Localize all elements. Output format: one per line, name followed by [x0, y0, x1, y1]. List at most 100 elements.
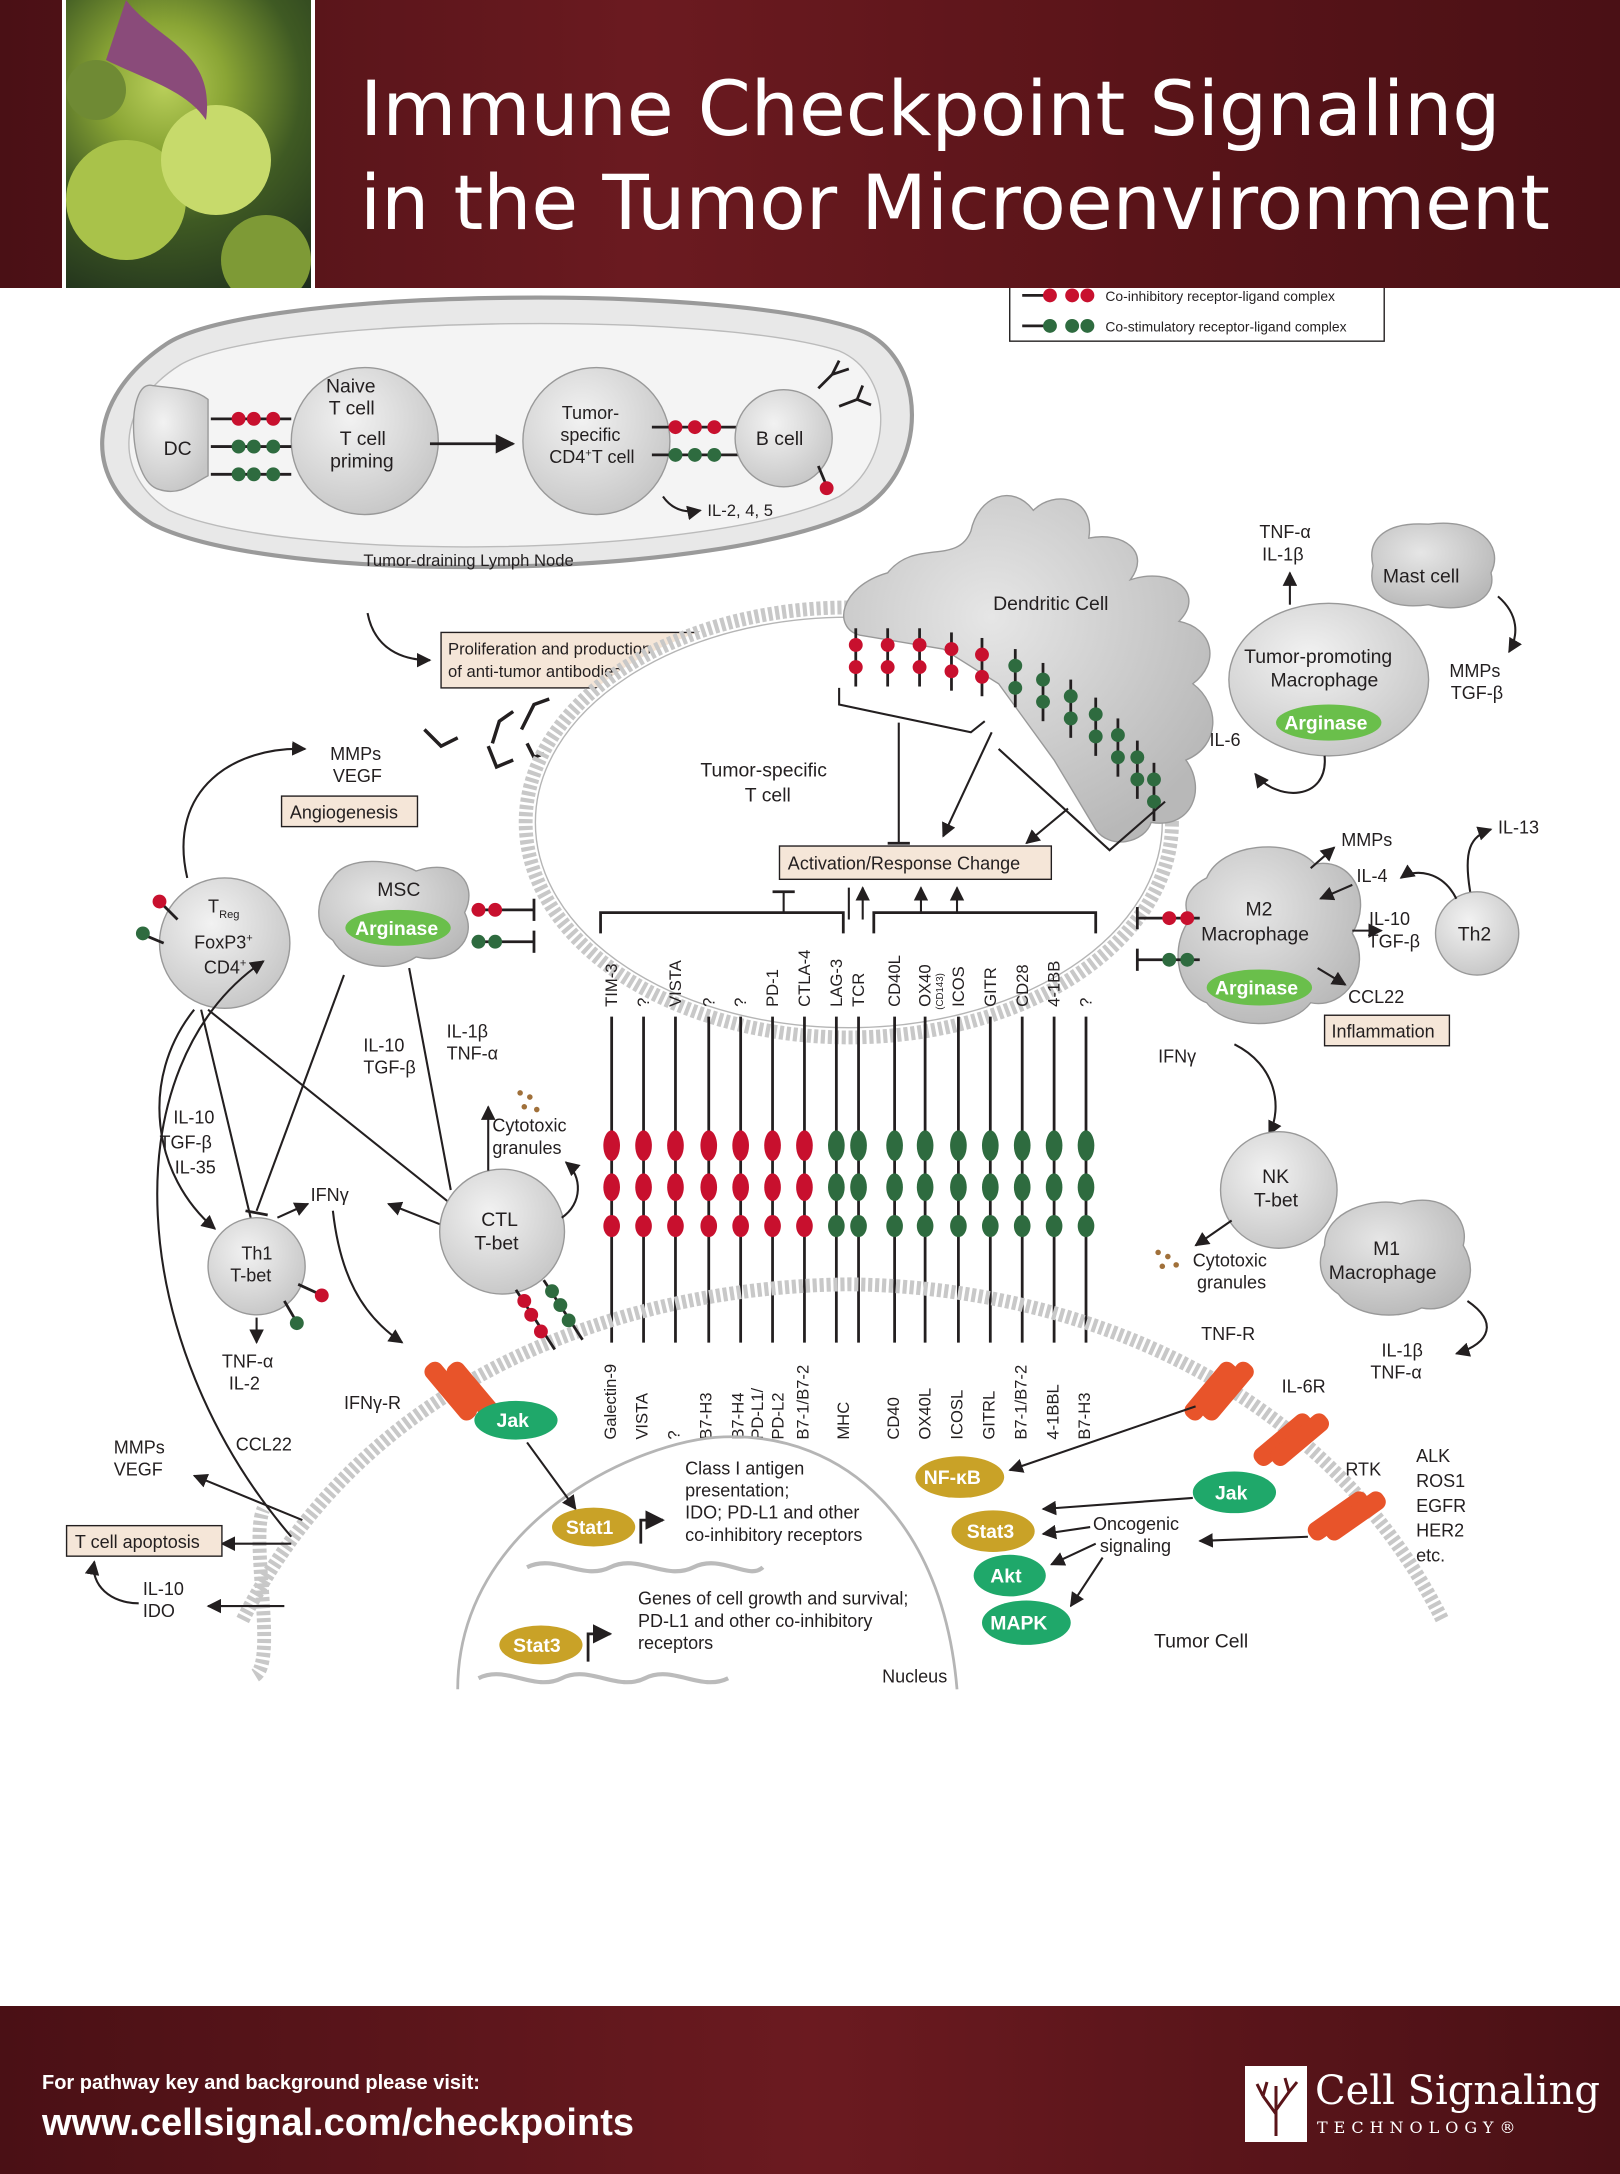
dna-icon-2 — [477, 1672, 730, 1685]
mast-cell — [1371, 522, 1496, 609]
akt-label: Akt — [990, 1566, 1022, 1588]
receptor-label: ? — [731, 998, 750, 1007]
arginase-badge — [345, 909, 451, 946]
tumor-t-label-2: T cell — [745, 785, 791, 807]
m1-il1b: IL-1β — [1381, 1340, 1422, 1360]
receptor-label: CTLA-4 — [795, 950, 814, 1007]
dc-complex-dot — [1147, 772, 1161, 787]
m2-macrophage: M2 Macrophage Arginase — [1135, 846, 1362, 1025]
receptor-domain — [764, 1130, 781, 1161]
receptor-domain — [700, 1130, 718, 1161]
dendritic-label: Dendritic Cell — [993, 593, 1108, 615]
ligand-label: Galectin-9 — [601, 1364, 620, 1440]
ligand-domain — [667, 1214, 684, 1238]
oncogenic-1: Oncogenic — [1093, 1514, 1179, 1534]
ligand-domain — [850, 1173, 867, 1202]
receptor-label: LAG-3 — [827, 959, 846, 1007]
footer: For pathway key and background please vi… — [0, 2006, 1620, 2174]
ligand-domain — [981, 1214, 999, 1238]
svg-text:CD4+: CD4+ — [204, 958, 247, 978]
naive-t-cell — [290, 366, 439, 516]
angiogenesis-text: Angiogenesis — [290, 802, 398, 822]
receptor-label: TCR — [849, 973, 868, 1007]
title-line-1: Immune Checkpoint Signaling — [360, 64, 1501, 153]
dc-complex-dot — [1130, 772, 1145, 787]
tumor-vegf: VEGF — [114, 1460, 163, 1480]
dc-cell — [132, 384, 209, 492]
cell-micrograph — [66, 0, 311, 288]
svg-text:FoxP3+: FoxP3+ — [194, 933, 253, 953]
ctl-label-2: T-bet — [474, 1233, 519, 1255]
lymph-node: DC Naive T cell T cell priming Tumor- sp… — [100, 295, 914, 570]
nk-cytotoxic-2: granules — [1197, 1272, 1266, 1292]
nfkb-badge — [915, 1456, 1005, 1498]
nk-cell — [1219, 1131, 1338, 1249]
receptor-label: GITR — [981, 967, 1000, 1007]
receptor-domain — [796, 1130, 813, 1161]
footer-url-link[interactable]: www.cellsignal.com/checkpoints — [42, 2102, 634, 2144]
dc-complex-dot — [1147, 794, 1161, 809]
receptor-domain — [603, 1130, 620, 1161]
receptor-domain — [732, 1130, 749, 1161]
ligand-label: MHC — [834, 1402, 853, 1440]
mast-label: Mast cell — [1383, 565, 1460, 587]
tumor-ido: IDO — [143, 1601, 175, 1621]
dc-complex-dot — [975, 647, 989, 662]
il6r-label: IL-6R — [1282, 1376, 1326, 1396]
ctl-label-1: CTL — [481, 1209, 518, 1231]
ligand-domain — [828, 1214, 845, 1238]
dc-complex-dot — [1110, 728, 1125, 742]
alk-label: ALK — [1416, 1446, 1450, 1466]
naive-label-1: Naive — [326, 375, 376, 397]
dc-complex-dot — [1036, 672, 1050, 687]
th1-ifng: IFNγ — [311, 1185, 349, 1205]
receptor-label: 4-1BB — [1045, 961, 1064, 1007]
m1-macrophage — [1319, 1199, 1471, 1316]
stat3-text-1: Genes of cell growth and survival; — [638, 1589, 908, 1609]
dc-label: DC — [164, 438, 192, 460]
ligand-label: 4-1BBL — [1043, 1384, 1062, 1439]
ligand-domain — [1013, 1173, 1031, 1202]
il6r-receptor — [1253, 1413, 1330, 1466]
ligand-domain — [886, 1214, 903, 1238]
dc-complex-dot — [944, 664, 959, 679]
proliferation-text-1: Proliferation and production — [448, 640, 651, 659]
receptor-domain — [667, 1130, 684, 1161]
dc-complex-dot — [1063, 689, 1078, 704]
tpm-il6: IL-6 — [1209, 730, 1240, 750]
ligand-domain — [603, 1173, 620, 1202]
ligand-label: ICOSL — [948, 1390, 967, 1440]
ligand-domain — [828, 1173, 845, 1202]
ligand-domain — [1077, 1214, 1095, 1238]
apoptosis-box — [65, 1524, 223, 1557]
ligand-domain — [916, 1214, 934, 1238]
header-banner: Immune Checkpoint Signaling in the Tumor… — [0, 0, 1620, 288]
rtk-receptor — [1307, 1491, 1386, 1541]
nucleus-membrane — [456, 1435, 959, 1690]
tumor-t-label-1: Tumor-specific — [700, 760, 827, 782]
tumor-mmps: MMPs — [114, 1438, 165, 1458]
nk-cytotoxic-1: Cytotoxic — [1193, 1250, 1267, 1270]
ros1-label: ROS1 — [1416, 1471, 1465, 1491]
egfr-label: EGFR — [1416, 1496, 1466, 1516]
tumor-il10: IL-10 — [143, 1579, 184, 1599]
inflammation-box — [1323, 1014, 1451, 1047]
ligand-domain — [667, 1173, 684, 1202]
bcell-label: B cell — [756, 428, 803, 450]
ligand-label: B7-1/B7-2 — [1011, 1365, 1030, 1440]
dc-complex-dot — [1036, 694, 1050, 709]
ligand-domain — [1045, 1173, 1063, 1202]
th1-tnfa: TNF-α — [222, 1352, 273, 1372]
antibodies-icon — [423, 697, 550, 770]
ligand-label: B7-H3 — [697, 1393, 716, 1440]
dc-complex-dot — [848, 660, 863, 675]
ligand-domain — [796, 1214, 813, 1238]
jak-badge-left — [474, 1400, 558, 1440]
ligand-domain — [886, 1173, 903, 1202]
tnfr-receptor — [1184, 1361, 1254, 1421]
dc-complex-dot — [944, 642, 959, 657]
ligand-domain — [981, 1173, 999, 1202]
tree-logo-icon — [1245, 2066, 1307, 2142]
